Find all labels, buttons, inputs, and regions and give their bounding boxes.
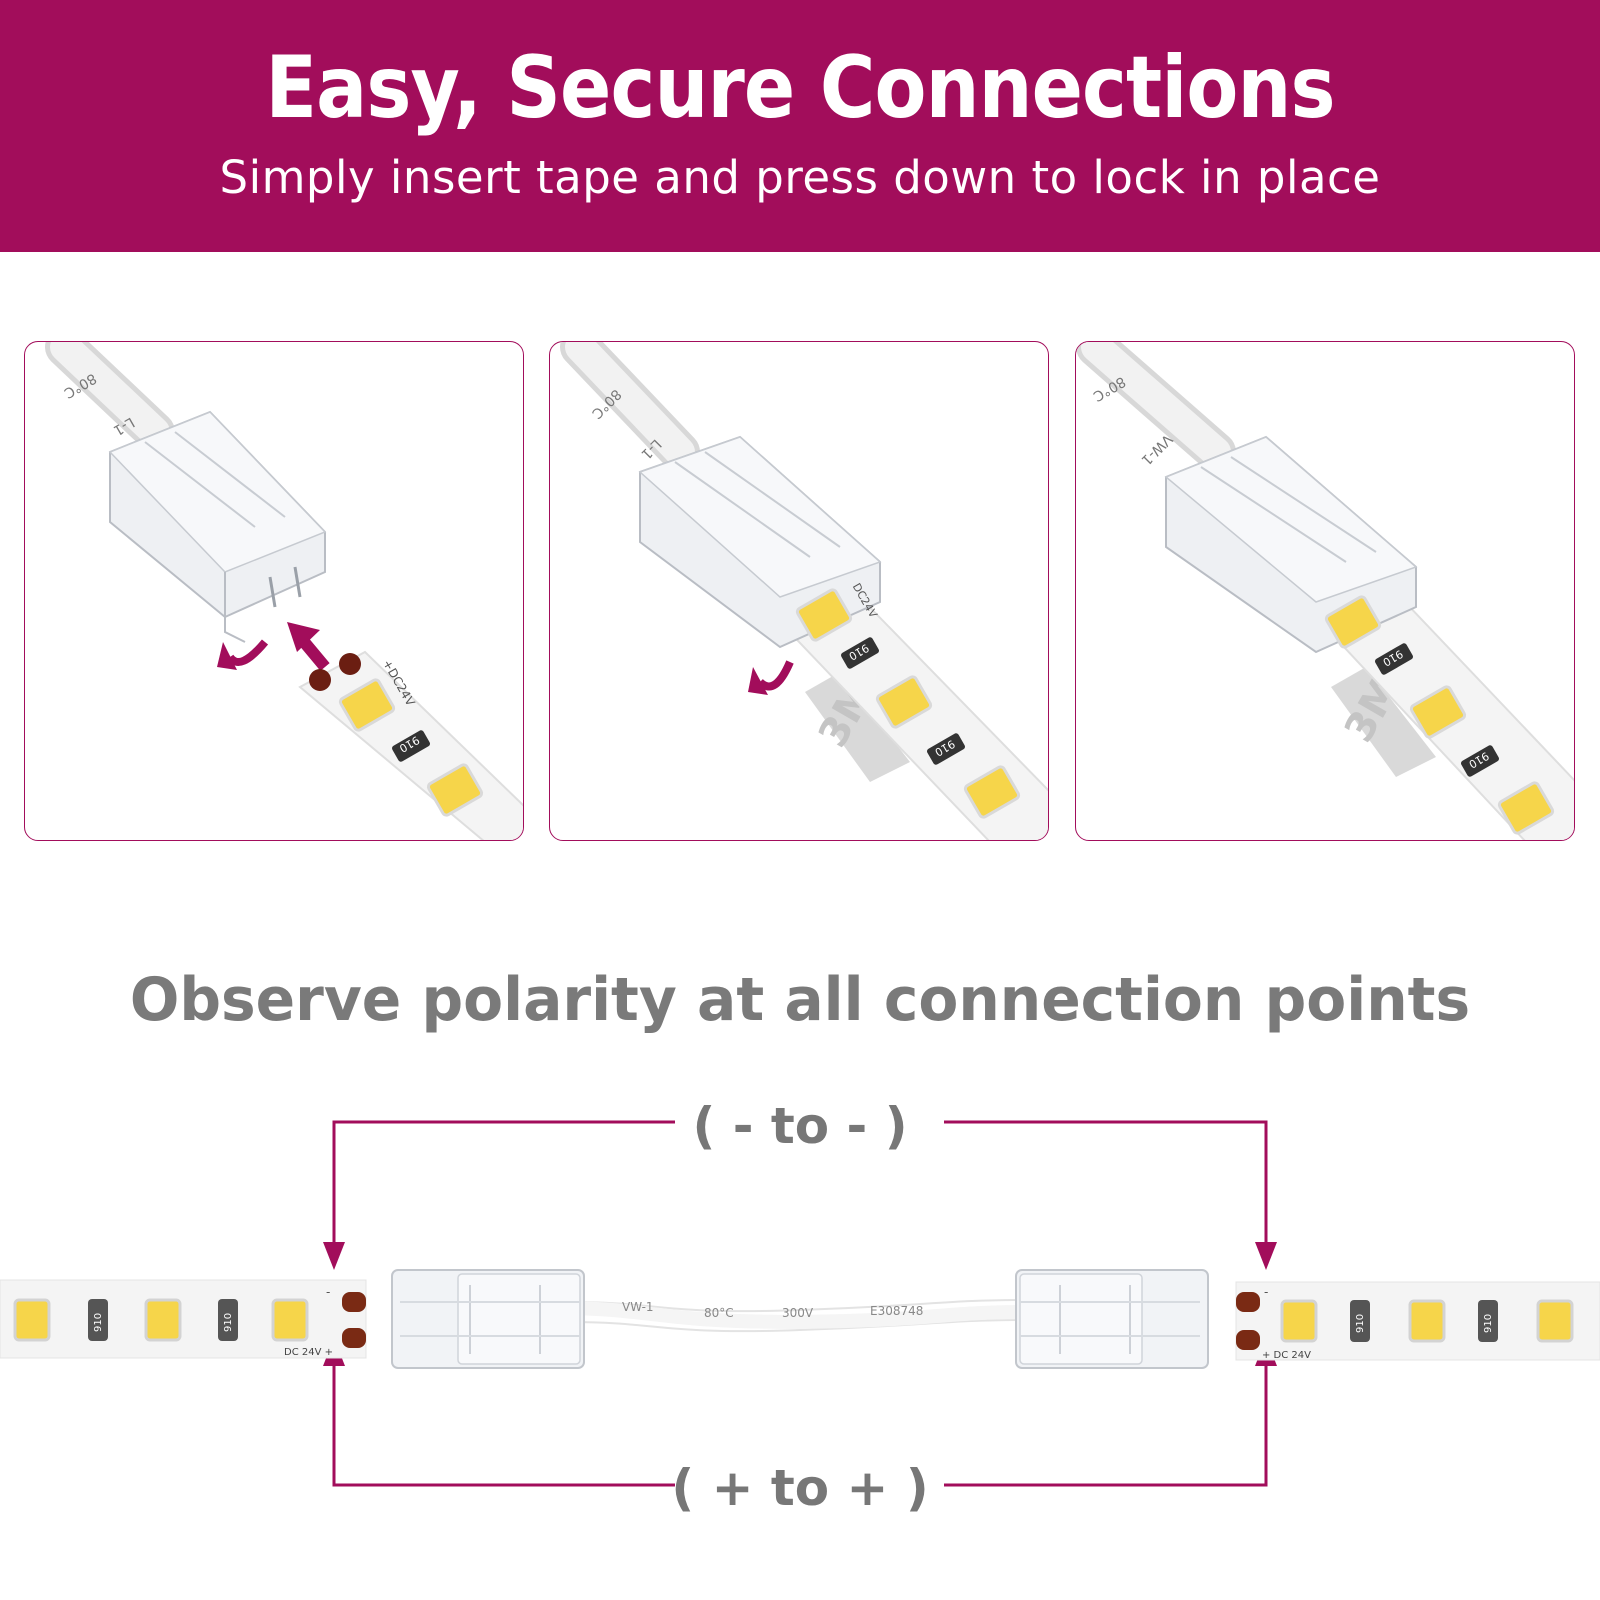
led-chip <box>144 1298 182 1342</box>
plus-to-plus-label: ( + to + ) <box>671 1459 929 1517</box>
solder-pad-plus <box>1236 1330 1260 1350</box>
cable-text: VW-1 <box>622 1300 654 1314</box>
resistor-chip <box>1461 745 1499 777</box>
solder-pad-plus <box>339 653 361 675</box>
resistor-label: 910 <box>223 1313 234 1332</box>
resistor-chip <box>927 733 965 765</box>
solder-pad-minus <box>309 669 331 691</box>
resistor-chip <box>88 1299 108 1341</box>
arrow-down-icon <box>1255 1242 1277 1270</box>
rotate-arrow-icon <box>217 642 237 670</box>
led-chip <box>1409 685 1467 739</box>
led-chip <box>426 763 484 817</box>
resistor-label: 910 <box>1483 1314 1494 1333</box>
minus-to-minus-label: ( - to - ) <box>692 1097 908 1155</box>
page-title: Easy, Secure Connections <box>265 38 1335 138</box>
led-chip <box>1497 781 1555 835</box>
header-banner: Easy, Secure Connections Simply insert t… <box>0 0 1600 252</box>
step-2-panel: 80°C L-1 3M DC24V 910 910 <box>549 341 1049 841</box>
page-subtitle: Simply insert tape and press down to loc… <box>219 151 1381 204</box>
resistor-chip <box>218 1299 238 1341</box>
solder-pad-plus <box>342 1328 366 1348</box>
led-chip <box>1536 1299 1574 1343</box>
strip-minus-label: - <box>1264 1285 1268 1299</box>
resistor-chip <box>841 637 879 669</box>
led-chip <box>875 675 933 729</box>
right-strip-label: + DC 24V <box>1262 1350 1311 1361</box>
right-connector <box>1015 1269 1209 1369</box>
solder-pad-minus <box>342 1292 366 1312</box>
step-3-illustration: 80°C VW-1 3M 910 910 <box>1076 342 1574 840</box>
resistor-label: 910 <box>93 1313 104 1332</box>
left-strip-label: DC 24V + <box>284 1347 333 1358</box>
arrow-down-icon <box>323 1242 345 1270</box>
resistor-chip <box>1375 643 1413 675</box>
step-2-illustration: 80°C L-1 3M DC24V 910 910 <box>560 342 1048 840</box>
press-arrow-icon <box>748 667 768 695</box>
led-chip <box>13 1298 51 1342</box>
cable-text: 300V <box>782 1306 814 1320</box>
step-1-panel: 80°C L-1 +DC24V 910 <box>24 341 524 841</box>
resistor-chip <box>1350 1300 1370 1342</box>
step-1-illustration: 80°C L-1 +DC24V 910 <box>45 342 523 840</box>
led-chip <box>338 678 396 732</box>
led-chip <box>1408 1299 1446 1343</box>
polarity-heading: Observe polarity at all connection point… <box>129 965 1471 1035</box>
led-chip <box>1280 1299 1318 1343</box>
led-chip <box>795 588 853 642</box>
cable-text: 80°C <box>704 1306 734 1320</box>
resistor-chip <box>1478 1300 1498 1342</box>
solder-pad-minus <box>1236 1292 1260 1312</box>
led-chip <box>271 1298 309 1342</box>
led-chip <box>1324 595 1382 649</box>
left-connector <box>391 1269 585 1369</box>
strip-minus-label: - <box>326 1285 330 1299</box>
polarity-diagram: 910 910 - DC 24V + VW-1 80°C 300V E30874… <box>0 1120 1600 1487</box>
resistor-chip <box>392 730 430 762</box>
insert-arrow-icon <box>287 622 320 652</box>
led-chip <box>963 765 1021 819</box>
cable-text: E308748 <box>870 1304 923 1318</box>
resistor-label: 910 <box>1355 1314 1366 1333</box>
cable-wire-text: VW-1 <box>1138 431 1175 468</box>
step-3-panel: 80°C VW-1 3M 910 910 <box>1075 341 1575 841</box>
